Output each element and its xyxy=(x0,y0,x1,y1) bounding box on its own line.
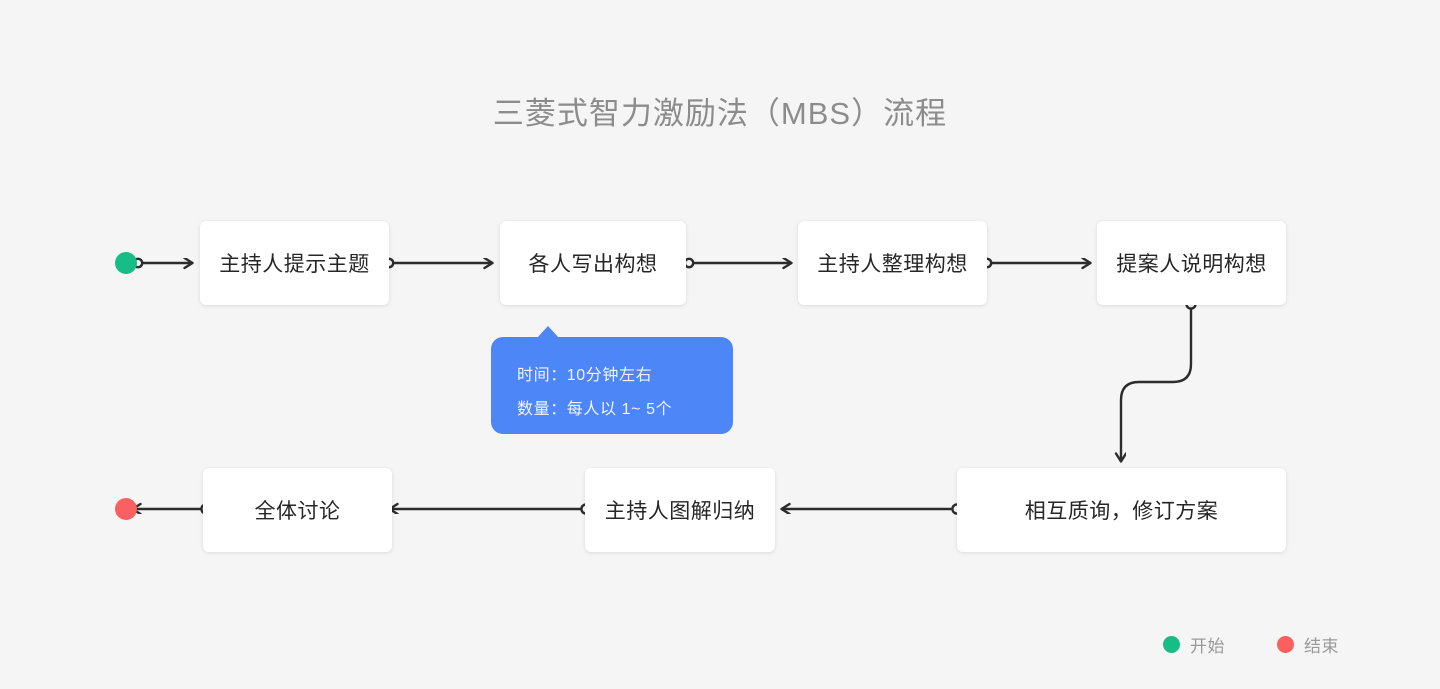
edge-n1-to-n2 xyxy=(383,257,492,267)
edge-n2-to-n3 xyxy=(683,257,791,267)
end-dot xyxy=(115,498,137,520)
flow-node-label: 提案人说明构想 xyxy=(1116,253,1267,276)
edge-n6-to-n7 xyxy=(390,504,592,515)
flow-node-host-prompts-topic[interactable]: 主持人提示主题 xyxy=(200,221,389,305)
flow-node-host-diagram-summary[interactable]: 主持人图解归纳 xyxy=(585,468,775,552)
flow-node-label: 全体讨论 xyxy=(254,500,341,523)
flow-node-group-discussion[interactable]: 全体讨论 xyxy=(203,468,392,552)
legend-start-swatch xyxy=(1163,636,1180,653)
tooltip-line-quantity: 数量：每人以 1~ 5个 xyxy=(517,401,673,418)
tooltip-line-duration: 时间：10分钟左右 xyxy=(517,367,653,384)
flow-node-host-organizes-ideas[interactable]: 主持人整理构想 xyxy=(798,221,987,305)
flow-node-label: 相互质询，修订方案 xyxy=(1024,500,1219,523)
node-callout-tooltip: 时间：10分钟左右 数量：每人以 1~ 5个 xyxy=(491,326,733,434)
flow-node-label: 各人写出构想 xyxy=(528,253,658,276)
legend-item-start: 开始 xyxy=(1163,632,1225,657)
start-dot xyxy=(115,252,137,274)
legend-start-label: 开始 xyxy=(1190,637,1225,656)
tooltip-pointer-icon xyxy=(537,326,559,338)
flow-node-label: 主持人提示主题 xyxy=(219,253,370,276)
page-title: 三菱式智力激励法（MBS）流程 xyxy=(492,96,948,131)
legend-end-label: 结束 xyxy=(1304,637,1339,656)
edge-n4-to-n5 xyxy=(1121,298,1197,461)
flow-node-proposer-explains-idea[interactable]: 提案人说明构想 xyxy=(1097,221,1286,305)
flow-node-mutual-questioning-revise-plan[interactable]: 相互质询，修订方案 xyxy=(957,468,1286,552)
edge-n7-to-end xyxy=(133,504,212,515)
edge-n5-to-n6 xyxy=(782,504,963,515)
legend-end-swatch xyxy=(1277,636,1294,653)
edge-n3-to-n4 xyxy=(981,257,1090,267)
flow-node-label: 主持人整理构想 xyxy=(817,253,968,276)
legend-item-end: 结束 xyxy=(1277,632,1339,657)
edge-start-to-n1 xyxy=(132,257,192,267)
flow-node-everyone-writes-ideas[interactable]: 各人写出构想 xyxy=(500,221,686,305)
flow-node-label: 主持人图解归纳 xyxy=(604,500,756,523)
